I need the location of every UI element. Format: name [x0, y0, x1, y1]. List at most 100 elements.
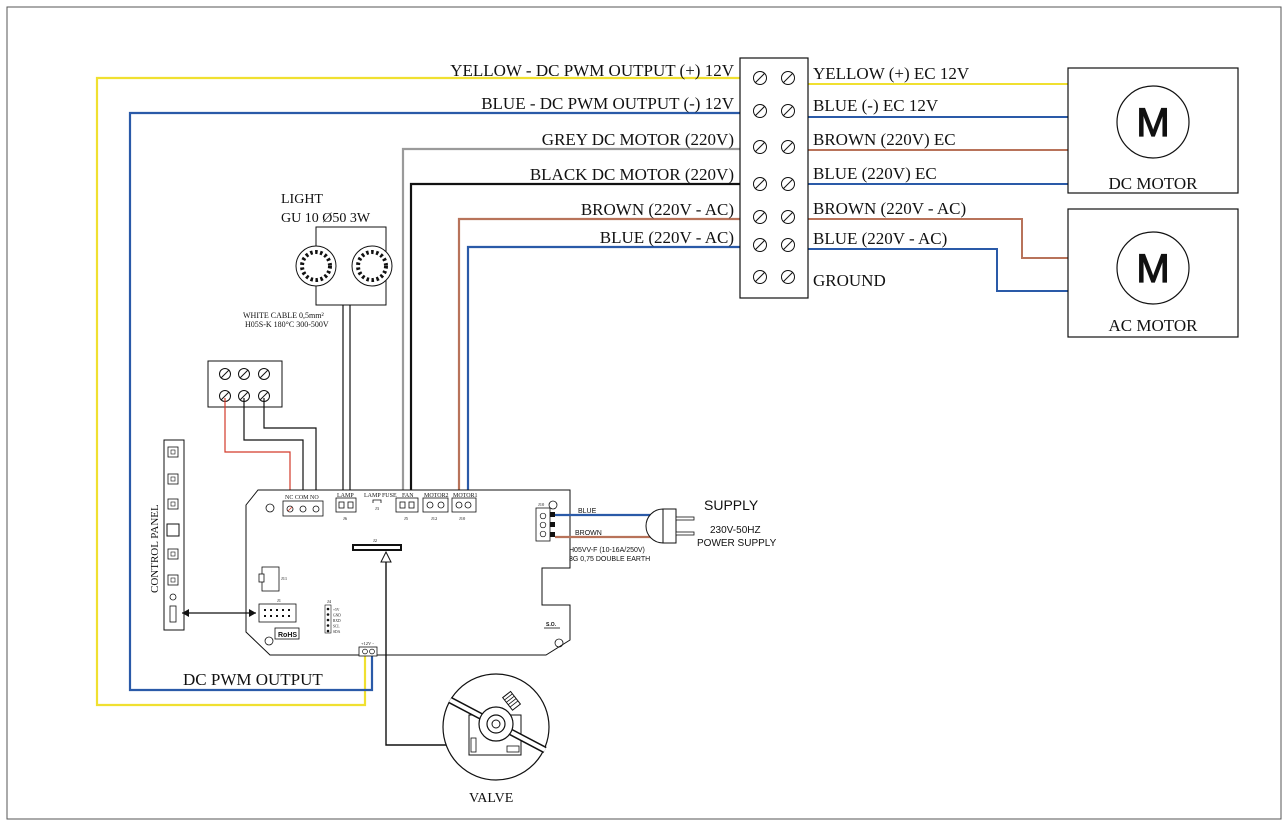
terminal-screw-icon	[753, 177, 767, 191]
wire-blue-pwm	[128, 111, 740, 692]
motor2-label: MOTOR2	[424, 493, 449, 499]
panel-button-icon	[167, 548, 179, 560]
relay-screw-icon	[219, 390, 231, 402]
panel-display-icon	[166, 523, 180, 537]
panel-led-icon	[169, 593, 177, 601]
supply-cable-line2: 3G 0,75 DOUBLE EARTH	[569, 556, 650, 563]
wire-grey-dc-motor	[401, 147, 740, 505]
terminal-screw-icon	[753, 238, 767, 252]
rohs-label: RoHS	[278, 632, 297, 639]
dc-motor: M DC MOTOR	[1067, 67, 1239, 194]
wire-black-dc-motor	[409, 182, 740, 505]
label-black-dc-motor: BLACK DC MOTOR (220V)	[530, 165, 734, 184]
relay-screw-icon	[238, 368, 250, 380]
lamp-label: LAMP	[337, 493, 354, 499]
light-bulb-right-icon	[351, 245, 393, 287]
relay-terminal	[207, 360, 317, 505]
ac-motor-label: AC MOTOR	[1109, 316, 1199, 335]
terminal-screw-icon	[753, 71, 767, 85]
j5-label: J5	[404, 516, 409, 521]
wire-brown-ac	[457, 217, 740, 505]
light-cable-line1: WHITE CABLE 0,5mm²	[243, 311, 324, 320]
terminal-screw-icon	[781, 140, 795, 154]
power-supply: BLUE BROWN SUPPLY 230V-50HZ POWER SUPPLY…	[555, 497, 777, 563]
dc-motor-label: DC MOTOR	[1109, 174, 1199, 193]
wire-brown-label: BROWN	[575, 530, 602, 537]
terminal-block	[739, 57, 809, 299]
relay-screw-icon	[258, 390, 270, 402]
fan-label: FAN	[402, 493, 414, 499]
light-bulb-left-icon	[295, 245, 337, 287]
terminal-screw-icon	[781, 210, 795, 224]
j4-pin-label: RXD	[333, 619, 341, 623]
valve-icon	[442, 673, 550, 781]
lamp-fuse-label: LAMP FUSE	[364, 493, 397, 499]
relay-screw-icon	[238, 390, 250, 402]
wire-relay-black-1	[243, 398, 304, 505]
panel-button-icon	[167, 574, 179, 586]
j4-pin-label: SCL	[333, 625, 340, 629]
motor1-label: MOTOR1	[453, 493, 478, 499]
outer-frame	[6, 6, 1282, 820]
j1-label: J1	[277, 598, 281, 603]
wire-blue-ac-motor	[808, 248, 1068, 292]
motor2-connector	[422, 497, 449, 513]
light-title: LIGHT	[281, 192, 323, 207]
label-ground: GROUND	[813, 271, 886, 290]
terminal-screw-icon	[781, 104, 795, 118]
j4-pin-label: +5V	[333, 608, 340, 612]
supply-title: SUPPLY	[704, 497, 759, 513]
label-blue-ac: BLUE (220V - AC)	[600, 228, 734, 247]
j3-label: J3	[375, 506, 380, 511]
dc-out-pins-label: +12V -	[361, 641, 374, 646]
relay-screw-icon	[219, 368, 231, 380]
terminal-left-labels: YELLOW - DC PWM OUTPUT (+) 12V BLUE - DC…	[450, 61, 734, 247]
terminal-right-labels: YELLOW (+) EC 12V BLUE (-) EC 12V BROWN …	[813, 64, 970, 290]
dc-out-connector	[358, 646, 378, 657]
terminal-screw-icon	[753, 210, 767, 224]
terminal-screw-icon	[781, 177, 795, 191]
label-brown-ac: BROWN (220V - AC)	[581, 200, 734, 219]
wire-relay-black-2	[263, 398, 317, 505]
ac-motor-symbol-icon	[1116, 231, 1190, 305]
terminal-screw-icon	[753, 270, 767, 284]
motor1-connector	[451, 497, 477, 513]
wire-blue-label: BLUE	[578, 508, 597, 515]
label-yellow-pwm: YELLOW - DC PWM OUTPUT (+) 12V	[450, 61, 734, 80]
valve-label: VALVE	[469, 791, 513, 806]
j12-label: J12	[431, 516, 437, 521]
wire-brown-ac-motor	[808, 218, 1068, 259]
label-yellow-ec: YELLOW (+) EC 12V	[813, 64, 970, 83]
dc-pwm-output-label: DC PWM OUTPUT	[183, 670, 323, 689]
j1-connector	[258, 603, 297, 623]
j6-label: J6	[343, 516, 348, 521]
supply-desc: POWER SUPPLY	[697, 538, 777, 549]
terminal-screw-icon	[781, 71, 795, 85]
label-blue-ec: BLUE (220V) EC	[813, 164, 937, 183]
terminal-screw-icon	[753, 140, 767, 154]
dc-motor-letter: M	[1136, 101, 1169, 145]
valve: VALVE	[380, 550, 550, 806]
label-blue-ac-motor: BLUE (220V - AC)	[813, 229, 947, 248]
label-grey-dc-motor: GREY DC MOTOR (220V)	[542, 130, 734, 149]
control-panel-label: CONTROL PANEL	[149, 504, 161, 593]
wire-blue-ac	[466, 245, 740, 505]
terminal-screw-icon	[781, 270, 795, 284]
control-panel: CONTROL PANEL	[149, 439, 185, 631]
panel-connector-icon	[169, 605, 177, 623]
panel-button-icon	[167, 446, 179, 458]
relay-pins-label: NC COM NO	[285, 495, 319, 501]
j4-label: J4	[327, 599, 332, 604]
wire-relay-red	[224, 398, 291, 505]
panel-button-icon	[167, 498, 179, 510]
j10-label: J10	[459, 516, 466, 521]
panel-button-icon	[167, 473, 179, 485]
fan-connector	[395, 497, 419, 513]
terminal-screw-icon	[753, 104, 767, 118]
relay-screw-icon	[258, 368, 270, 380]
dc-motor-symbol-icon	[1116, 85, 1190, 159]
j2-label: J2	[373, 538, 377, 543]
so-label: S.O.	[546, 622, 557, 628]
